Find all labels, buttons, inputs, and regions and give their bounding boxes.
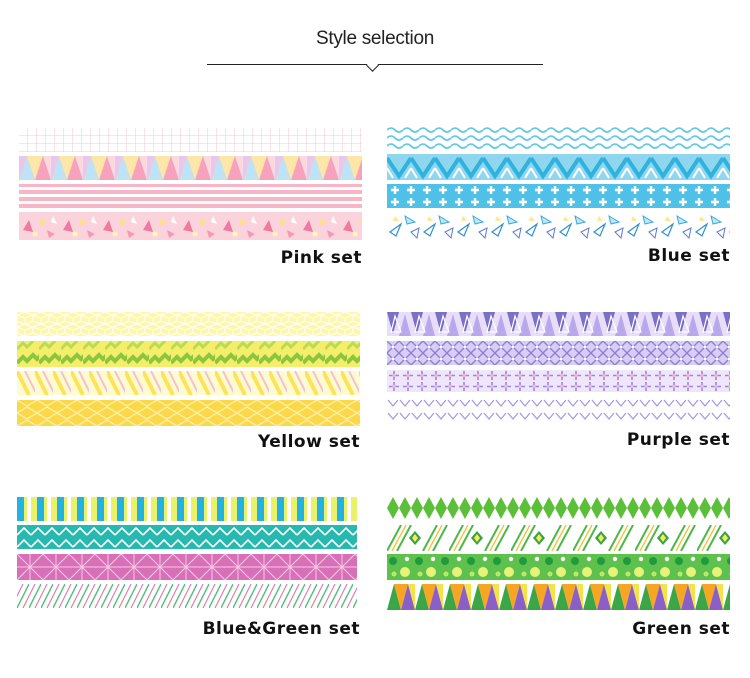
purple-flower-tape [387, 370, 730, 392]
yellow-diagonal-stripe-tape [17, 371, 360, 395]
purple-lattice-tape [387, 341, 730, 365]
green-diamond-tape [387, 497, 730, 519]
green-dot-tape [387, 554, 730, 580]
yellow-weave-tape [17, 400, 360, 426]
pink-triangle-tape [19, 156, 362, 180]
blue-green-set-label: Blue&Green set [202, 619, 360, 639]
blue-paper-plane-tape [387, 212, 730, 240]
green-set-label: Green set [632, 619, 730, 639]
pink-confetti-tape [19, 212, 362, 240]
pink-set-label: Pink set [280, 248, 362, 268]
pink-stripe-tape [19, 184, 362, 208]
blue-chevron-tape [387, 154, 730, 180]
blue-set-label: Blue set [647, 246, 730, 266]
yellow-cube-tape [17, 312, 360, 336]
bluegreen-diagonal-line-tape [17, 584, 357, 608]
bluegreen-shard-tape [17, 554, 357, 580]
yellow-set-label: Yellow set [257, 432, 360, 452]
blue-wave-tape [387, 126, 730, 150]
yellow-green-zigzag-tape [17, 341, 360, 367]
divider-notch [366, 59, 379, 72]
bluegreen-vertical-stripe-tape [17, 497, 357, 521]
purple-triangle-tape [387, 312, 730, 336]
green-triangle-tape [387, 584, 730, 610]
purple-chevron-tape [387, 397, 730, 423]
blue-cross-tape [387, 184, 730, 208]
purple-set-label: Purple set [626, 430, 730, 450]
pink-grid-tape [19, 128, 362, 152]
page-title: Style selection [315, 28, 434, 49]
bluegreen-zigzag-tape [17, 525, 357, 549]
green-stripe-diamond-tape [387, 525, 730, 551]
